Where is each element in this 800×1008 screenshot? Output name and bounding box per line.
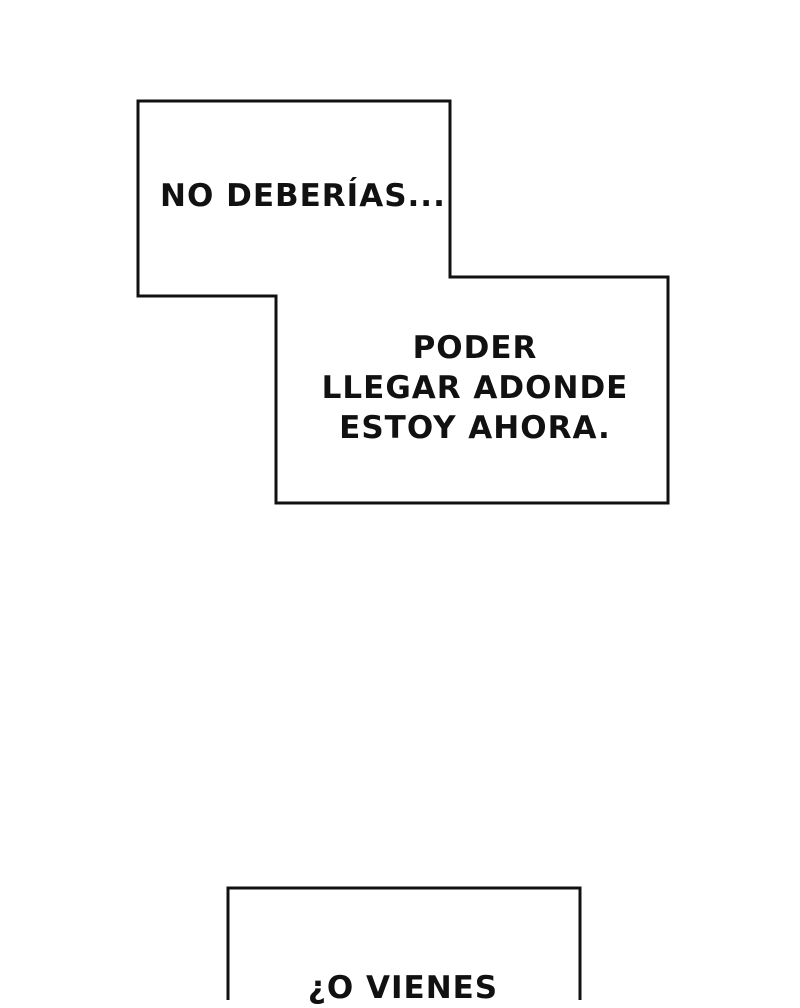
- caption-poder-llegar: PODER LLEGAR ADONDE ESTOY AHORA.: [300, 328, 650, 448]
- caption-line-1: PODER: [412, 330, 538, 366]
- caption-text: NO DEBERÍAS...: [160, 178, 446, 214]
- caption-no-deberias: NO DEBERÍAS...: [160, 176, 445, 216]
- caption-line-3: ESTOY AHORA.: [339, 410, 611, 446]
- stepped-caption-box: [136, 99, 670, 505]
- caption-o-vienes: ¿O VIENES: [250, 968, 556, 1008]
- caption-line-2: LLEGAR ADONDE: [321, 370, 629, 406]
- caption-text: ¿O VIENES: [307, 970, 499, 1006]
- bottom-caption-box: [226, 886, 582, 1000]
